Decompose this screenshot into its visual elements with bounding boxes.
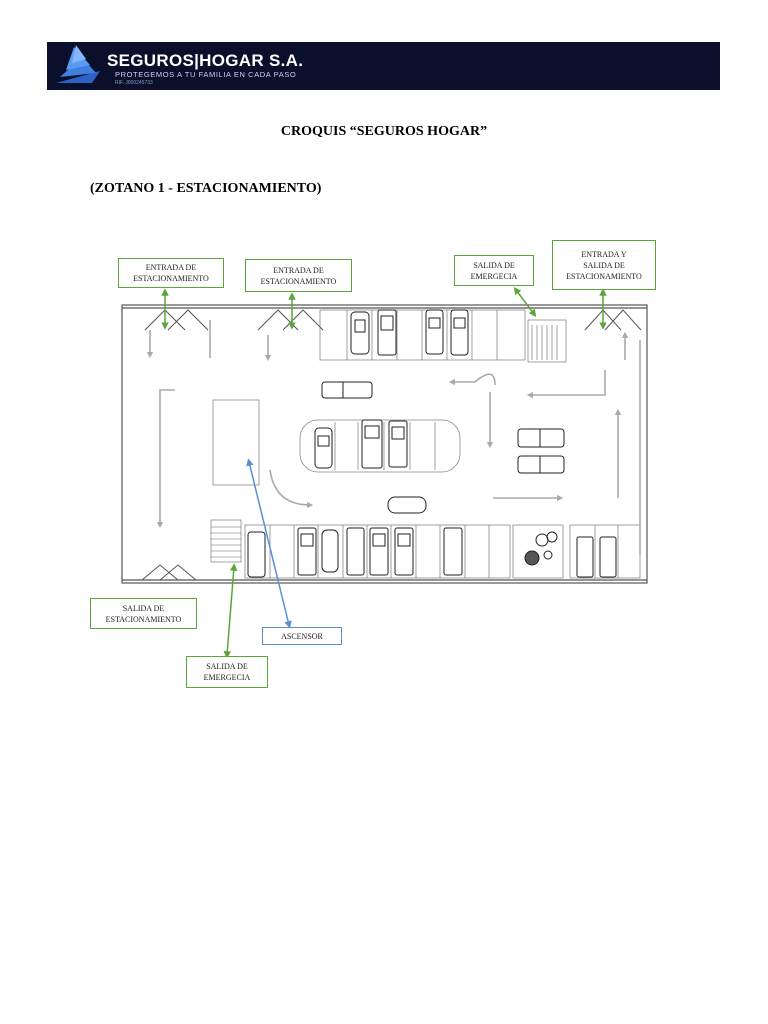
stairs-top: [527, 319, 567, 363]
label-salida-emergencia-top: SALIDA DE EMERGECIA: [454, 255, 534, 286]
page-title: CROQUIS “SEGUROS HOGAR”: [280, 124, 488, 139]
label-entrada-estacionamiento-1: ENTRADA DE ESTACIONAMIENTO: [118, 258, 224, 288]
brand-name: SEGUROS|HOGAR S.A.: [107, 51, 304, 70]
brand-ref: RIF. J000245733: [115, 80, 153, 86]
plants: [524, 531, 558, 566]
callout-arrows: [161, 287, 607, 659]
label-salida-estacionamiento: SALIDA DE ESTACIONAMIENTO: [90, 598, 197, 629]
page-subtitle: (ZOTANO 1 - ESTACIONAMIENTO): [90, 181, 322, 196]
header-banner: SEGUROS|HOGAR S.A. PROTEGEMOS A TU FAMIL…: [47, 42, 720, 90]
parked-cars: [247, 309, 617, 578]
label-entrada-salida: ENTRADA Y SALIDA DE ESTACIONAMIENTO: [552, 240, 656, 290]
wing-logo-icon: [56, 45, 100, 83]
stairs-bottom: [210, 519, 242, 563]
label-ascensor: ASCENSOR: [262, 627, 342, 645]
label-salida-emergencia-bottom: SALIDA DE EMERGECIA: [186, 656, 268, 688]
building-walls: [121, 304, 648, 584]
top-parking-row: [319, 309, 526, 361]
brand-tagline: PROTEGEMOS A TU FAMILIA EN CADA PASO: [115, 70, 297, 79]
label-entrada-estacionamiento-2: ENTRADA DE ESTACIONAMIENTO: [245, 259, 352, 292]
elevator-shaft: [212, 399, 260, 486]
